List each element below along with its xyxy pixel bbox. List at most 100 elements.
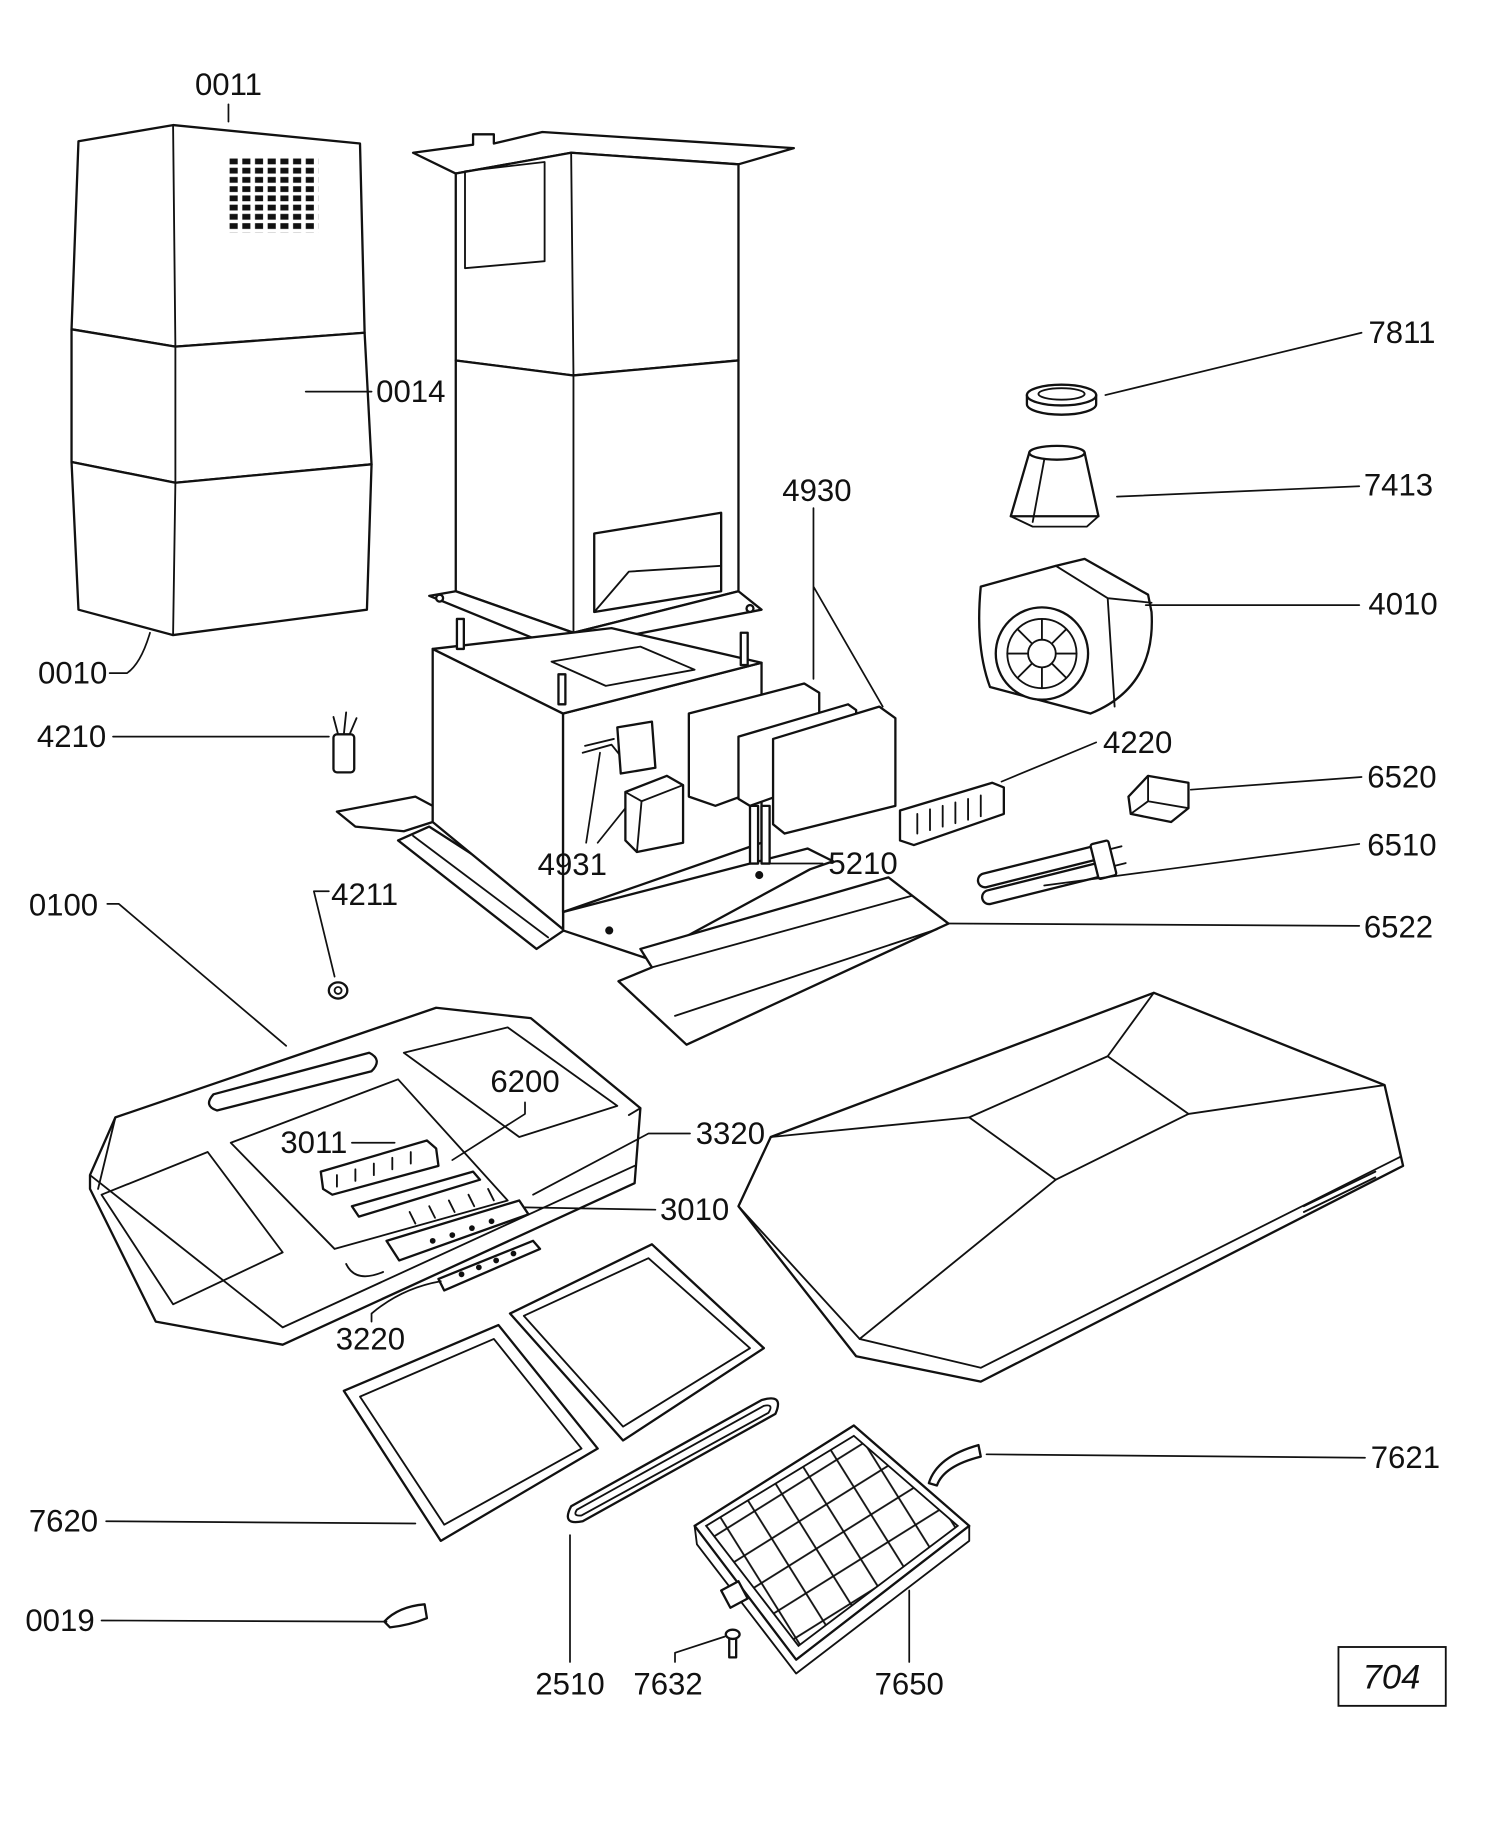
canopy-facet-lines bbox=[737, 991, 1386, 1340]
part-label-2510: 2510 bbox=[535, 1666, 604, 1701]
button-dot bbox=[475, 1264, 482, 1271]
lamp-holder bbox=[1127, 774, 1190, 824]
sheet-number: 704 bbox=[1363, 1659, 1421, 1697]
wiring-harness bbox=[581, 737, 622, 758]
part-label-7650: 7650 bbox=[875, 1666, 944, 1701]
grease-filter-inner bbox=[359, 1337, 583, 1526]
hood-front-rim bbox=[89, 1107, 642, 1329]
control-panel-buttons bbox=[408, 1187, 495, 1225]
base-plate-hole bbox=[755, 871, 764, 880]
mounting-stud bbox=[455, 617, 465, 651]
chimney-bottom-section bbox=[70, 460, 373, 637]
part-label-7620: 7620 bbox=[29, 1504, 98, 1539]
relay-box bbox=[616, 720, 657, 775]
inner-chimney-bottom-opening bbox=[593, 511, 723, 614]
blower-outlet-edge bbox=[1054, 564, 1153, 708]
part-label-4211: 4211 bbox=[331, 877, 398, 912]
part-label-4931: 4931 bbox=[538, 847, 607, 882]
end-cap-body bbox=[383, 1603, 429, 1629]
sheet-number-box: 704 bbox=[1337, 1646, 1447, 1707]
leader-line-0019 bbox=[100, 1619, 388, 1623]
carbon-filter bbox=[693, 1424, 971, 1675]
grease-filter-left bbox=[342, 1323, 599, 1542]
leader-line-4930 bbox=[812, 507, 884, 708]
grease-filter-frame bbox=[342, 1323, 599, 1542]
motor-capacitor bbox=[624, 774, 685, 854]
gasket-outer bbox=[566, 1397, 780, 1524]
leader-lines bbox=[100, 103, 1366, 1663]
part-label-0014: 0014 bbox=[376, 374, 445, 409]
air-outlet-cone bbox=[1009, 444, 1100, 528]
cone-skirt bbox=[1009, 458, 1100, 528]
control-panel bbox=[385, 1187, 530, 1262]
leader-line-7621 bbox=[985, 1453, 1366, 1459]
leader-line-6520 bbox=[1189, 776, 1363, 791]
canopy-vent-slot bbox=[1302, 1170, 1377, 1213]
capacitor-body bbox=[332, 733, 356, 774]
screw-head bbox=[724, 1628, 741, 1641]
leader-line-4220 bbox=[1000, 741, 1098, 783]
leader-line-0010 bbox=[108, 631, 151, 675]
part-label-7621: 7621 bbox=[1371, 1440, 1440, 1475]
carbon-filter-side bbox=[693, 1524, 971, 1675]
chimney-middle-section bbox=[70, 328, 373, 484]
leader-line-7413 bbox=[1116, 485, 1361, 498]
ring-inner bbox=[1037, 387, 1086, 401]
part-label-4010: 4010 bbox=[1368, 586, 1437, 621]
part-label-6510: 6510 bbox=[1367, 827, 1436, 862]
flange-hole bbox=[434, 593, 445, 603]
carbon-filter-grid bbox=[704, 1434, 960, 1648]
main-switch-contacts bbox=[335, 1151, 412, 1188]
canopy-outline bbox=[737, 991, 1405, 1383]
fixing-screw bbox=[724, 1628, 741, 1659]
mounting-stud bbox=[557, 673, 567, 706]
housing-top-opening bbox=[550, 645, 696, 687]
part-label-3010: 3010 bbox=[660, 1192, 729, 1227]
button-panel bbox=[437, 1239, 542, 1292]
mounting-rail-edge bbox=[412, 834, 549, 939]
grommet-nut bbox=[327, 981, 349, 1000]
inner-chimney-window bbox=[464, 161, 546, 270]
switch-block bbox=[898, 781, 1005, 847]
part-label-6200: 6200 bbox=[490, 1064, 559, 1099]
inner-chimney-frame bbox=[411, 130, 795, 651]
control-led bbox=[429, 1237, 436, 1244]
leader-line-6522 bbox=[947, 922, 1361, 927]
leader-line-7811 bbox=[1104, 331, 1363, 396]
base-plate-left bbox=[335, 795, 434, 833]
cone-body bbox=[1009, 451, 1100, 518]
sheet-number-frame bbox=[1337, 1646, 1447, 1707]
nut-body bbox=[327, 981, 349, 1000]
chimney-top-section bbox=[70, 123, 366, 348]
lamp-holder-edge bbox=[1129, 774, 1190, 815]
part-label-3320: 3320 bbox=[696, 1116, 765, 1151]
connector-bar bbox=[748, 804, 760, 865]
lamp-pins bbox=[1109, 845, 1127, 867]
clip-body bbox=[927, 1443, 982, 1487]
part-label-0011: 0011 bbox=[195, 67, 262, 102]
part-label-3011: 3011 bbox=[280, 1125, 347, 1160]
capacitor-wires bbox=[332, 711, 358, 736]
leader-line-6510 bbox=[1043, 843, 1361, 887]
start-capacitor bbox=[332, 711, 358, 774]
chimney-corner-edge bbox=[172, 124, 177, 636]
hood-filter-bay-right bbox=[402, 1026, 619, 1138]
bottom-opening-inner-edge bbox=[593, 564, 723, 613]
leader-line-3320 bbox=[532, 1132, 691, 1196]
leader-line-0100 bbox=[106, 903, 288, 1047]
lamp-cover bbox=[617, 876, 950, 1046]
connector-bar bbox=[760, 804, 771, 865]
part-label-4930: 4930 bbox=[782, 473, 851, 508]
flange-hole bbox=[745, 603, 755, 614]
switch-block-keys bbox=[916, 794, 982, 835]
end-cap bbox=[383, 1603, 429, 1629]
gasket-seal bbox=[566, 1397, 780, 1524]
chimney-vent-grille bbox=[228, 156, 319, 233]
button-dot bbox=[458, 1271, 465, 1278]
motor-capacitor-edge bbox=[624, 784, 684, 853]
hood-top-slot bbox=[207, 1051, 378, 1112]
part-label-0019: 0019 bbox=[25, 1603, 94, 1638]
control-panel-body bbox=[385, 1199, 530, 1262]
indicator-strip-body bbox=[350, 1170, 482, 1218]
